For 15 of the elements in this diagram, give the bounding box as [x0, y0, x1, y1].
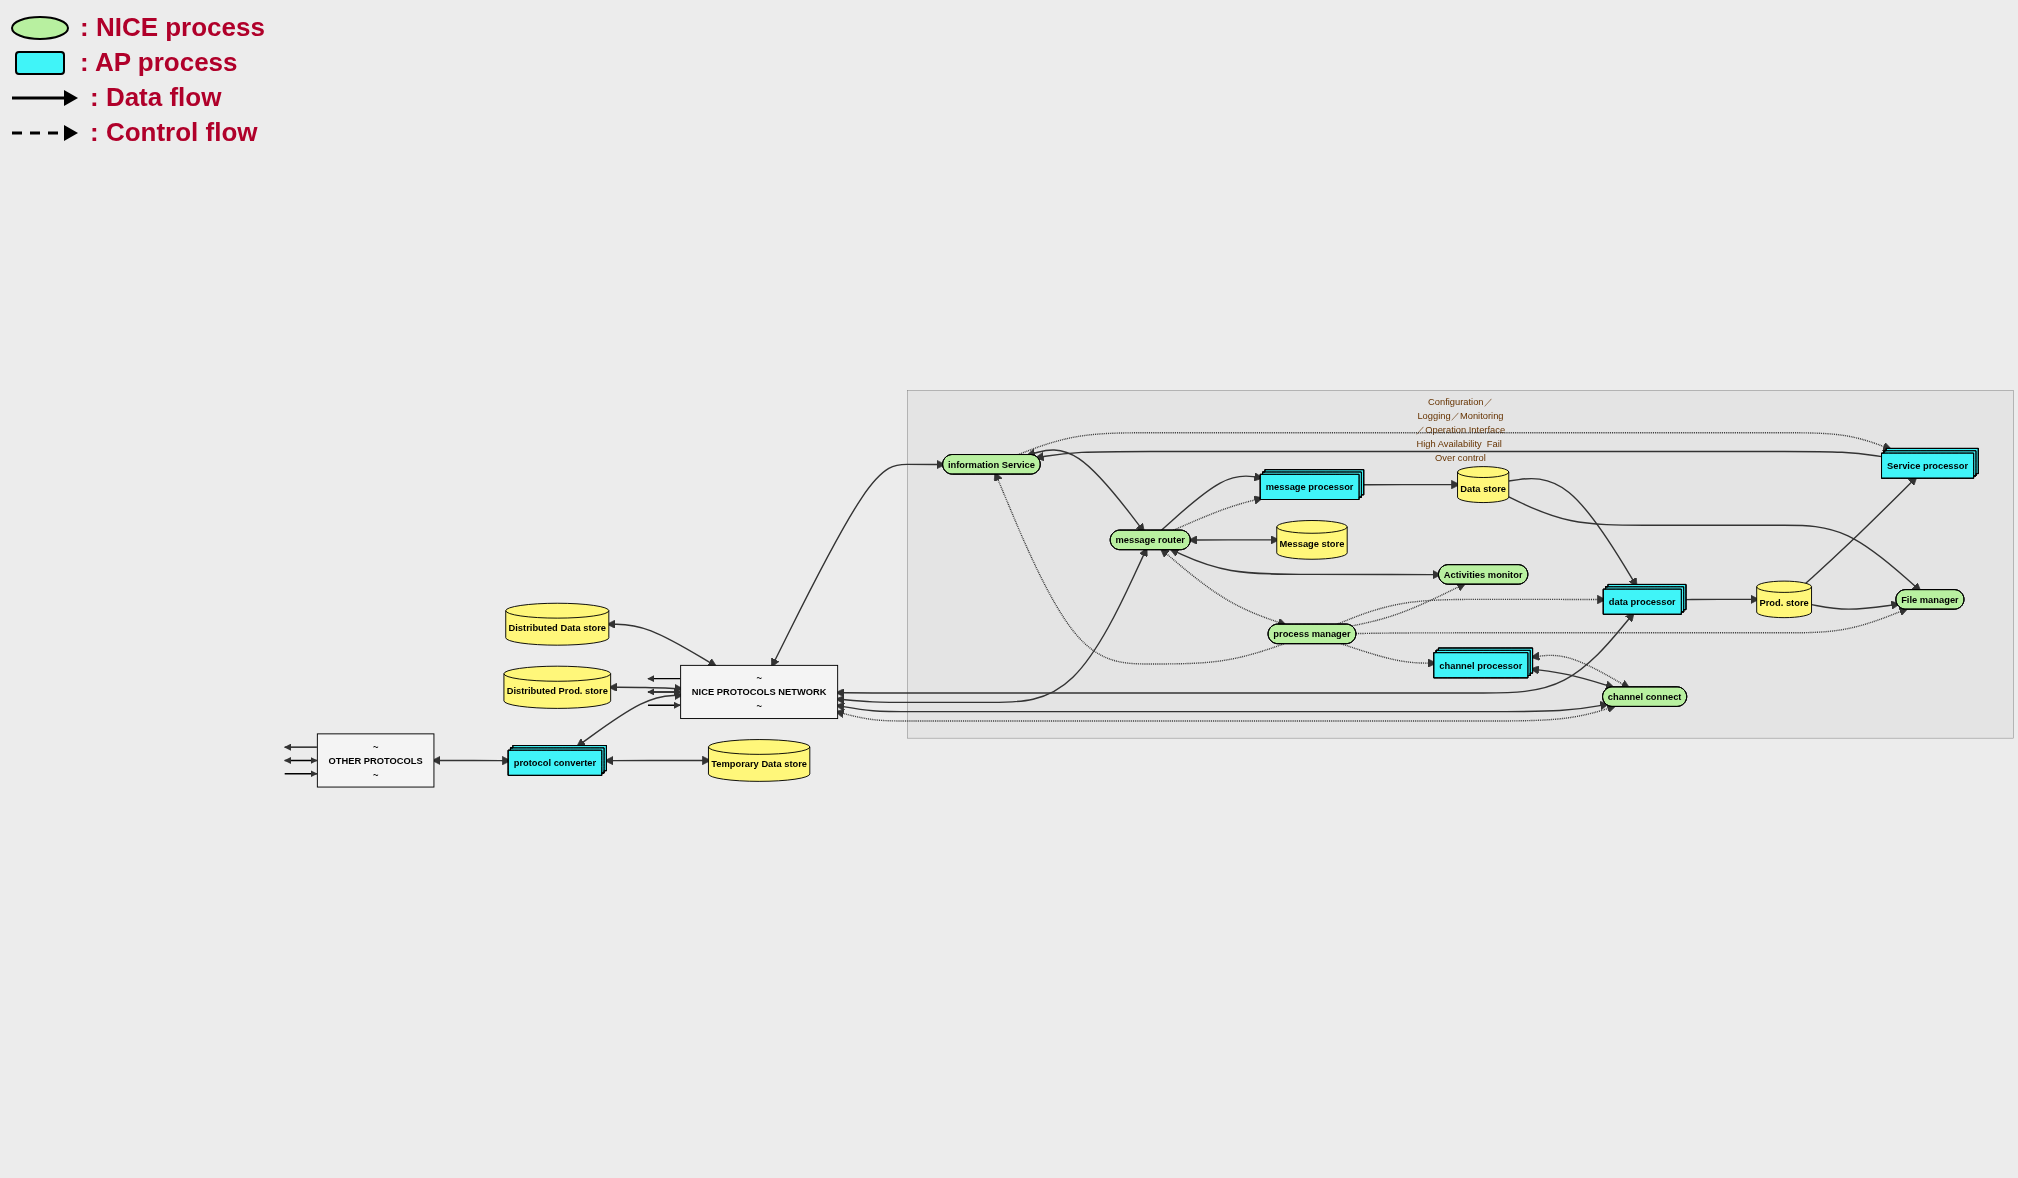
arrow — [1351, 583, 1467, 627]
legend-text: : AP process — [80, 47, 238, 78]
arrow — [647, 675, 681, 683]
legend-text: : Control flow — [90, 117, 258, 148]
legend-text: : Data flow — [90, 82, 222, 113]
arrow — [647, 701, 681, 709]
arrow — [993, 471, 1285, 665]
arrow — [284, 770, 318, 778]
arrow — [1355, 607, 1909, 635]
legend-text: : NICE process — [80, 12, 265, 43]
node-box: ~ NICE PROTOCOLS NETWORK ~ — [680, 665, 839, 720]
node-box: ~ OTHER PROTOCOLS ~ — [316, 733, 435, 788]
arrow — [284, 757, 318, 765]
arrow — [647, 688, 681, 696]
arrow — [284, 743, 318, 751]
